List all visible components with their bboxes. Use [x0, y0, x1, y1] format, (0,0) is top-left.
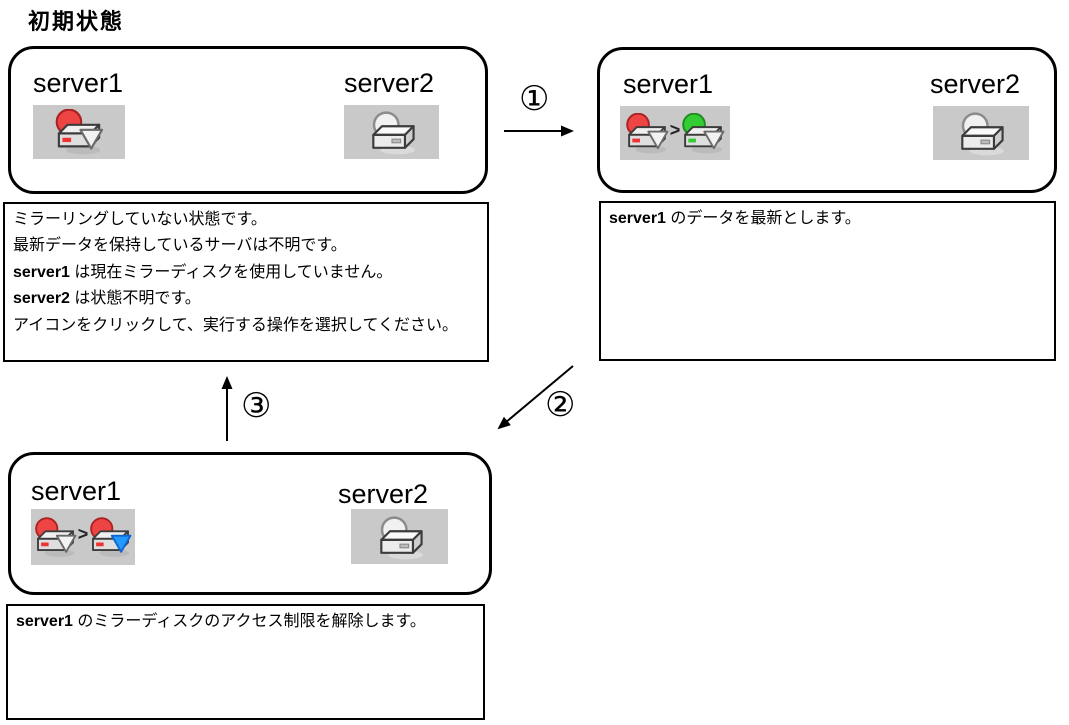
- server1-label: server1: [623, 69, 714, 99]
- desc-line: server2 は状態不明です。: [13, 290, 201, 308]
- server2-label: server2: [338, 479, 429, 509]
- server1-label: server1: [31, 476, 122, 506]
- desc-line: 最新データを保持しているサーバは不明です。: [13, 237, 347, 255]
- description-unlock-access: server1 のミラーディスクのアクセス制限を解除します。: [6, 604, 485, 720]
- mirror-disk-red-unknown-icon: [33, 105, 125, 159]
- state-box-unlock-access: server1 server2 >: [8, 452, 492, 595]
- state-box-initial: server1 server2: [8, 46, 488, 194]
- server1-label: server1: [33, 68, 124, 98]
- diagram-title: 初期状態: [28, 9, 125, 34]
- mirror-disk-status-unknown-icon: [351, 509, 448, 564]
- transition-gt: >: [669, 120, 681, 140]
- description-set-latest: server1 のデータを最新とします。: [599, 201, 1056, 361]
- server2-label: server2: [930, 69, 1021, 99]
- desc-line: server1 のミラーディスクのアクセス制限を解除します。: [16, 613, 426, 630]
- step3-circled-number: ③: [241, 387, 272, 425]
- mirror-disk-red-to-green-icon: >: [620, 106, 730, 160]
- desc-line: ミラーリングしていない状態です。: [13, 211, 267, 228]
- mirror-disk-red-to-red-active-icon: >: [31, 509, 135, 565]
- desc-line: server1 のデータを最新とします。: [609, 210, 861, 227]
- state-box-set-latest: server1 server2 >: [597, 47, 1057, 193]
- mirror-disk-status-unknown-icon: [933, 106, 1029, 160]
- description-initial: ミラーリングしていない状態です。 最新データを保持しているサーバは不明です。 s…: [3, 202, 489, 362]
- desc-line: server1 は現在ミラーディスクを使用していません。: [13, 263, 393, 281]
- desc-line: アイコンをクリックして、実行する操作を選択してください。: [13, 316, 458, 334]
- step2-circled-number: ②: [545, 386, 576, 424]
- step1-circled-number: ①: [519, 80, 550, 118]
- server2-label: server2: [344, 68, 435, 98]
- mirror-disk-status-unknown-icon: [344, 105, 439, 159]
- transition-gt: >: [77, 524, 89, 544]
